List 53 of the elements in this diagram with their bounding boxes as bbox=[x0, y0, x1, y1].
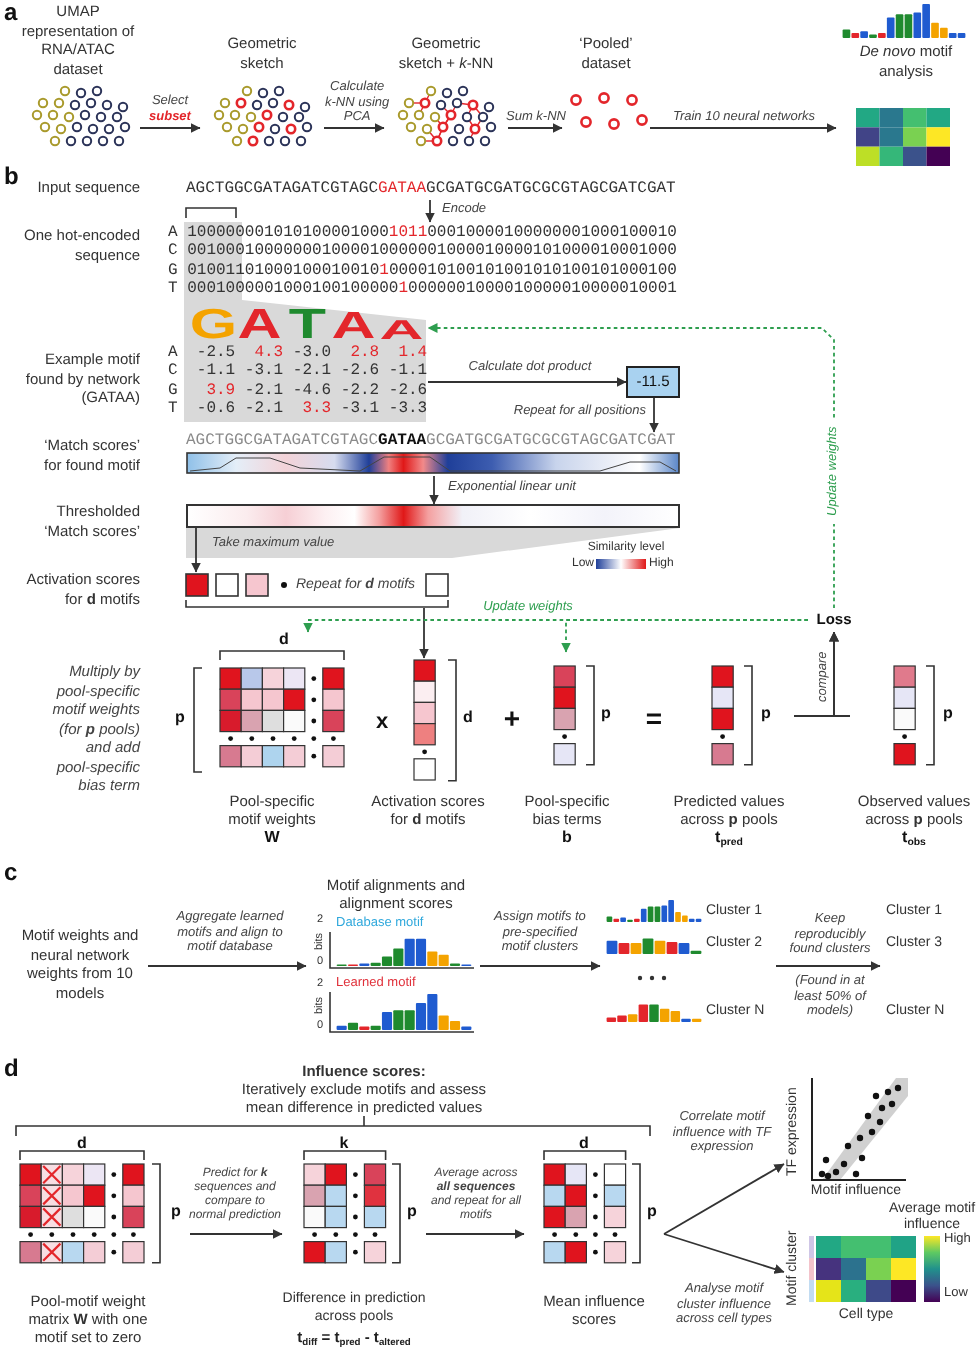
encoded-row-text: A 100000001010100001000101100010000100000001000100010 bbox=[168, 223, 679, 242]
score-bar bbox=[186, 504, 680, 528]
dimension-label: d bbox=[277, 632, 291, 648]
arrow bbox=[427, 377, 627, 387]
operator-sign: x bbox=[373, 708, 391, 736]
arrow bbox=[425, 1229, 525, 1239]
dimension-label: p bbox=[941, 706, 955, 722]
dimension-label: p bbox=[173, 710, 187, 726]
operator-sign: = bbox=[643, 704, 665, 732]
math-symbol: W bbox=[262, 828, 282, 848]
matrix-row-text: A -2.5 4.3 -3.0 2.8 1.4 bbox=[168, 343, 428, 363]
matrix-row-text: T -0.6 -2.1 3.3 -3.1 -3.3 bbox=[168, 400, 428, 422]
panel-letter: d bbox=[4, 1056, 21, 1082]
arrow bbox=[649, 397, 659, 433]
encoded-row-text: G 010011010001000100101000010100101001010100101000100 bbox=[168, 261, 679, 280]
arrow bbox=[425, 199, 435, 223]
panel-letter: c bbox=[4, 860, 20, 886]
arrow bbox=[191, 527, 201, 573]
matrix-row-text: G 3.9 -2.1 -4.6 -2.2 -2.6 bbox=[168, 381, 428, 401]
operator-sign: + bbox=[501, 704, 523, 732]
encoded-row-text: C 001000100000001000010000001000010000101000010001000 bbox=[168, 242, 679, 261]
arrow bbox=[419, 607, 429, 659]
arrow bbox=[139, 123, 201, 133]
math-symbol: t$_{obs}$ bbox=[900, 828, 928, 848]
panel-letter: a bbox=[4, 0, 20, 26]
matrix-row-text: C -1.1 -3.1 -2.1 -2.6 -1.1 bbox=[168, 362, 428, 383]
dimension-label: d bbox=[75, 1136, 89, 1152]
arrow bbox=[663, 1163, 785, 1235]
dimension-label: d bbox=[461, 710, 475, 726]
arrow bbox=[507, 123, 563, 133]
sequence-text: AGCTGGCGATAGATCGTAGCGATAAGCGATGCGATGCGCGTAGCGATCGAT bbox=[186, 432, 678, 452]
panel-letter: b bbox=[4, 164, 21, 190]
arrow bbox=[663, 1233, 785, 1274]
dimension-label: d bbox=[577, 1136, 591, 1152]
encoded-row-text: T 000100000100010010000010000001000010000010000010001 bbox=[168, 280, 679, 299]
dimension-label: k bbox=[337, 1136, 351, 1152]
math-symbol: b bbox=[560, 828, 574, 848]
arrow bbox=[649, 123, 837, 133]
dashed-arrow bbox=[561, 619, 809, 653]
dimension-label: p bbox=[405, 1204, 419, 1220]
dimension-label: p bbox=[759, 706, 773, 722]
arrow bbox=[189, 1229, 283, 1239]
arrow bbox=[775, 961, 881, 971]
arrow bbox=[829, 631, 851, 717]
arrow bbox=[147, 961, 307, 971]
arrow bbox=[479, 961, 601, 971]
dimension-label: p bbox=[645, 1204, 659, 1220]
dimension-label: p bbox=[169, 1204, 183, 1220]
math-symbol: t$_{pred}$ bbox=[713, 828, 745, 848]
arrow bbox=[429, 475, 439, 505]
arrow bbox=[323, 123, 385, 133]
sequence-text: AGCTGGCGATAGATCGTAGCGATAAGCGATGCGATGCGCGTAGCGATCGAT bbox=[186, 177, 678, 199]
dimension-label: p bbox=[599, 706, 613, 722]
